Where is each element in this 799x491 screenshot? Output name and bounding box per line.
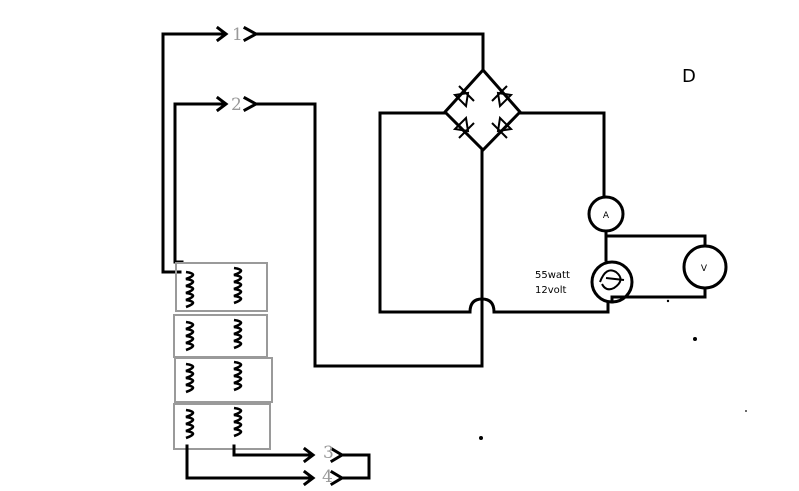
transformer-coil-stack	[173, 262, 273, 450]
stray-dot	[479, 436, 483, 440]
stray-dot	[666, 299, 670, 303]
stray-dot	[693, 337, 697, 341]
lamp-voltage-label: 12volt	[535, 285, 567, 296]
terminal-3-label: 3	[323, 443, 334, 463]
terminal-2-label: 2	[231, 95, 242, 115]
voltmeter: V	[682, 244, 728, 290]
terminal-2-feed-wire	[173, 95, 484, 368]
ammeter: A	[587, 195, 625, 233]
bridge-right-output-wire	[518, 111, 606, 199]
bridge-rectifier	[442, 67, 523, 153]
terminal-1-label: 1	[232, 25, 243, 45]
bridge-left-output-wire	[378, 111, 472, 314]
lamp-power-label: 55watt	[535, 270, 570, 281]
diagram-corner-label: D	[682, 66, 696, 87]
stray-dot	[745, 410, 747, 412]
terminal-4-label: 4	[322, 467, 333, 487]
diode-upper-right	[491, 85, 514, 109]
terminal-3-lead	[232, 444, 371, 480]
voltmeter-top-wire	[604, 234, 707, 248]
voltmeter-label: V	[701, 264, 708, 274]
voltmeter-bottom-wire	[610, 286, 707, 304]
terminal-1-feed-wire	[161, 25, 485, 274]
wire-crossover-hump	[468, 297, 496, 314]
coil-right-column	[233, 266, 243, 438]
terminal-4-lead	[185, 444, 371, 487]
diode-lower-right	[491, 115, 514, 139]
coil-left-column	[185, 270, 195, 440]
diode-upper-left	[452, 85, 475, 109]
ammeter-label: A	[603, 211, 610, 221]
diode-lower-left	[452, 115, 475, 139]
